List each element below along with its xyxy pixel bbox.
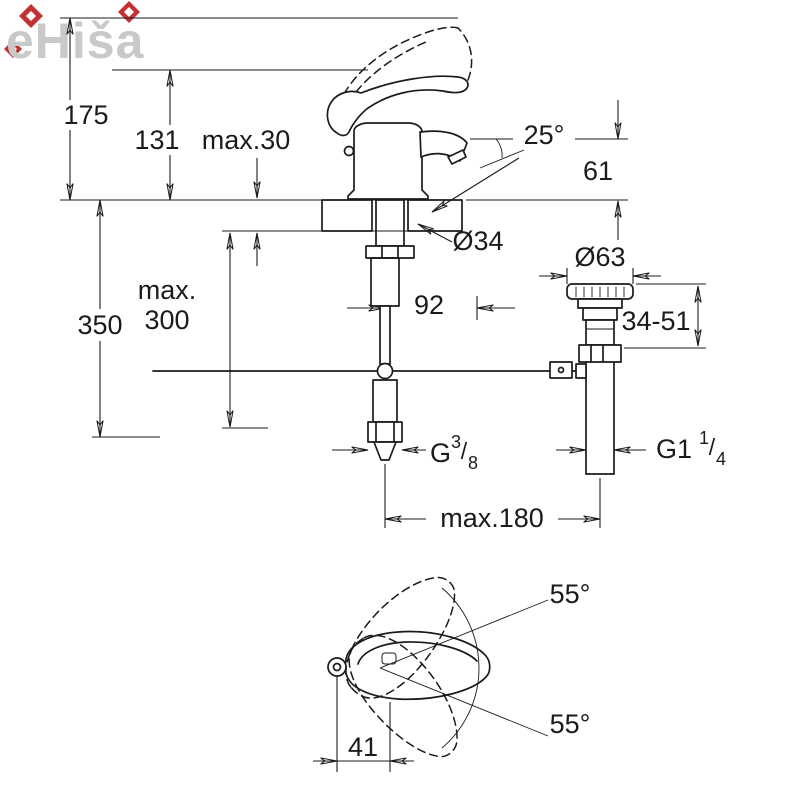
handle-pivot: [327, 657, 347, 677]
dim-max300-label-2: 300: [144, 305, 189, 335]
dim-175-label: 175: [63, 100, 108, 130]
dimension-labels: 175 131 max.30 25° 61 Ø34 Ø63 92 max. 30…: [60, 100, 726, 762]
deck-section-right: [407, 199, 463, 232]
swing-line-top: [379, 599, 549, 669]
swing-line-bottom: [379, 667, 549, 737]
drain-assembly: [549, 283, 634, 475]
dim-131-label: 131: [134, 125, 179, 155]
hose-fitting: [367, 421, 403, 443]
drain-body: [585, 319, 615, 346]
dim-g38-label: G 3 / 8: [430, 432, 478, 473]
swing-arc: [441, 587, 480, 749]
hose-fitting-cone: [373, 441, 397, 461]
faucet-side-view: [321, 26, 473, 461]
lever-handle: [326, 75, 469, 137]
dim-92-label: 92: [414, 290, 444, 320]
g38-denominator: 8: [468, 453, 478, 473]
dim-o34-label: Ø34: [452, 226, 503, 256]
mounting-nut: [365, 245, 415, 259]
dim-350-label: 350: [77, 310, 122, 340]
deck-section-left: [321, 199, 373, 232]
side-knob: [343, 145, 355, 157]
g38-base: G: [430, 438, 451, 468]
g114-numerator: 1: [699, 428, 709, 448]
drain-nut: [578, 344, 622, 363]
dim-o34-leader: [418, 223, 453, 243]
angle-leader: [479, 149, 525, 169]
angle-arc: [495, 138, 503, 159]
dim-41-label: 41: [348, 732, 378, 762]
dim-55top-label: 55°: [550, 579, 591, 609]
dim-55bottom-label: 55°: [550, 709, 591, 739]
flex-hose-upper: [370, 257, 400, 307]
ball-joint-boss: [575, 363, 587, 379]
watermark-text: eHiša: [6, 13, 145, 69]
dim-g114-label: G1 1 / 4: [656, 428, 726, 469]
g114-base: G1: [656, 434, 692, 464]
g38-slash: /: [461, 438, 468, 464]
dim-3451-label: 34-51: [621, 306, 690, 336]
g38-numerator: 3: [451, 432, 461, 452]
drain-flange-grate: [575, 286, 625, 298]
handle-plan-view: [327, 558, 491, 775]
dim-max30-label: max.30: [202, 125, 291, 155]
threaded-shank: [375, 199, 405, 247]
lever-raised-inner: [355, 41, 427, 93]
water-stream-arrow: [432, 157, 520, 213]
watermark: eHiša: [4, 1, 145, 69]
g114-slash: /: [709, 434, 716, 460]
drain-step: [577, 298, 623, 309]
flex-hose-lower: [372, 379, 398, 423]
rod-clevis: [549, 361, 573, 379]
aerator: [447, 149, 467, 165]
dim-max300-label-1: max.: [138, 275, 197, 305]
handle-swing-top-outline: [328, 558, 475, 714]
g114-denominator: 4: [716, 449, 726, 469]
dim-25deg-label: 25°: [524, 120, 565, 150]
handle-indicator: [381, 652, 397, 665]
handle-inner-edge: [357, 641, 478, 665]
drain-neck: [582, 307, 618, 321]
dim-o63-label: Ø63: [574, 242, 625, 272]
clevis-pin: [557, 366, 565, 374]
faucet-body: [347, 122, 429, 200]
lever-motion-arc: [457, 27, 473, 81]
dim-61-label: 61: [583, 156, 613, 186]
rod-joint: [376, 362, 394, 380]
dim-max180-label: max.180: [440, 503, 544, 533]
pop-up-rod-vertical: [379, 305, 391, 365]
lever-raised-outline: [343, 26, 459, 95]
